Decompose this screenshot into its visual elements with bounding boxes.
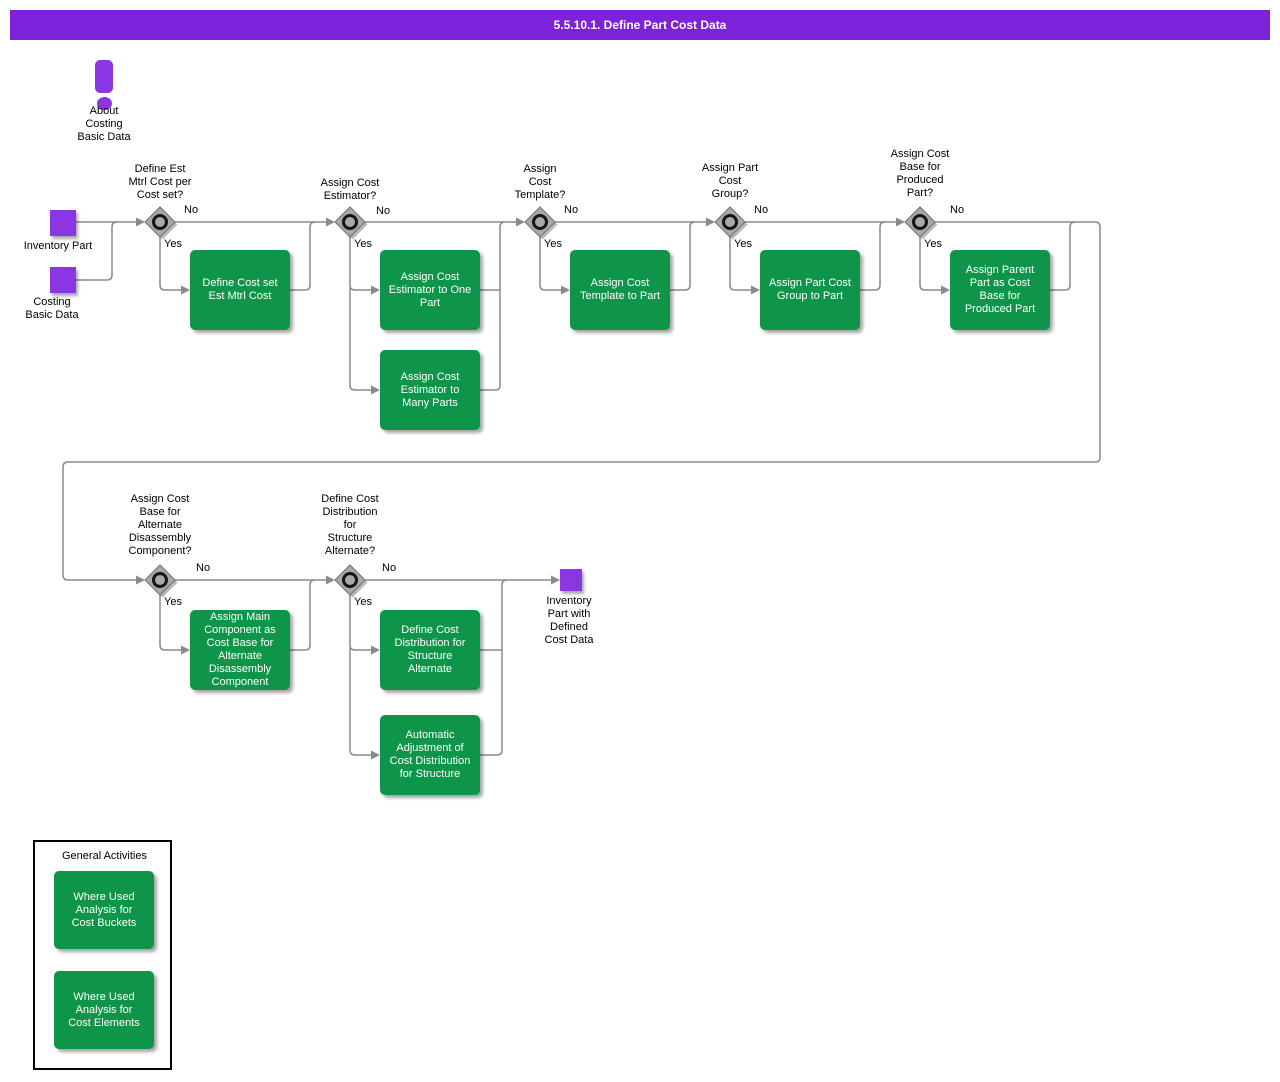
decision-diamond-5 bbox=[904, 206, 938, 240]
branch-yes-label: Yes bbox=[924, 238, 942, 250]
end-node-label: Inventory Part with Defined Cost Data bbox=[544, 595, 594, 646]
exclamation-bar bbox=[95, 60, 113, 93]
branch-yes-label: Yes bbox=[164, 238, 182, 250]
general-activities-title: General Activities bbox=[62, 850, 147, 862]
activity-where-used-analysis-cost-buckets[interactable]: Where Used Analysis for Cost Buckets bbox=[54, 871, 154, 949]
decision-question-assign-cost-template: Assign Cost Template? bbox=[514, 163, 566, 201]
start-node-costing-basic-data bbox=[50, 267, 76, 293]
branch-yes-label: Yes bbox=[354, 596, 372, 608]
decision-diamond-2 bbox=[334, 206, 368, 240]
start-node-inventory-part bbox=[50, 210, 76, 236]
start-node-inventory-part-label: Inventory Part bbox=[23, 240, 93, 252]
branch-no-label: No bbox=[564, 204, 579, 216]
exclamation-dot bbox=[97, 97, 112, 110]
branch-yes-label: Yes bbox=[544, 238, 562, 250]
branch-no-label: No bbox=[376, 205, 391, 217]
branch-yes-label: Yes bbox=[354, 238, 372, 250]
decision-diamond-3 bbox=[524, 206, 558, 240]
general-activities-panel: General Activities Where Used Analysis f… bbox=[33, 840, 172, 1070]
decision-question-define-est-mtrl-cost: Define Est Mtrl Cost per Cost set? bbox=[128, 163, 192, 201]
connector-lines bbox=[62, 221, 1101, 756]
branch-no-label: No bbox=[196, 562, 211, 574]
activity-define-cost-distribution-structure-alternate[interactable]: Define Cost Distribution for Structure A… bbox=[380, 610, 480, 690]
decision-question-assign-cost-base-produced: Assign Cost Base for Produced Part? bbox=[890, 148, 950, 199]
activity-automatic-adjustment-cost-distribution[interactable]: Automatic Adjustment of Cost Distributio… bbox=[380, 715, 480, 795]
activity-assign-cost-estimator-many-parts[interactable]: Assign Cost Estimator to Many Parts bbox=[380, 350, 480, 430]
decision-diamond-6 bbox=[144, 564, 178, 598]
title-bar: 5.5.10.1. Define Part Cost Data bbox=[10, 10, 1270, 40]
branch-no-label: No bbox=[950, 204, 965, 216]
exclamation-icon[interactable] bbox=[95, 60, 113, 112]
decision-question-define-cost-distribution: Define Cost Distribution for Structure A… bbox=[321, 493, 379, 557]
decision-diamond-4 bbox=[714, 206, 748, 240]
arrowheads bbox=[136, 217, 950, 760]
branch-no-label: No bbox=[184, 204, 199, 216]
about-link-label[interactable]: About Costing Basic Data bbox=[77, 105, 131, 143]
decision-question-assign-part-cost-group: Assign Part Cost Group? bbox=[701, 162, 759, 200]
end-node-inventory-part-with-defined-cost-data bbox=[560, 569, 582, 591]
branch-no-label: No bbox=[382, 562, 397, 574]
activity-assign-parent-part-cost-base[interactable]: Assign Parent Part as Cost Base for Prod… bbox=[950, 250, 1050, 330]
activity-assign-part-cost-group-to-part[interactable]: Assign Part Cost Group to Part bbox=[760, 250, 860, 330]
start-node-costing-basic-data-label: Costing Basic Data bbox=[25, 296, 79, 321]
branch-no-label: No bbox=[754, 204, 769, 216]
activity-define-cost-set-est-mtrl-cost[interactable]: Define Cost set Est Mtrl Cost bbox=[190, 250, 290, 330]
decision-question-assign-cost-estimator: Assign Cost Estimator? bbox=[320, 177, 380, 202]
branch-yes-label: Yes bbox=[164, 596, 182, 608]
activity-assign-cost-template-to-part[interactable]: Assign Cost Template to Part bbox=[570, 250, 670, 330]
page-title: 5.5.10.1. Define Part Cost Data bbox=[553, 18, 727, 32]
decision-question-assign-cost-base-alternate: Assign Cost Base for Alternate Disassemb… bbox=[128, 493, 192, 557]
branch-yes-label: Yes bbox=[734, 238, 752, 250]
decision-diamond-7 bbox=[334, 564, 368, 598]
activity-assign-main-component-cost-base[interactable]: Assign Main Component as Cost Base for A… bbox=[190, 610, 290, 690]
activity-where-used-analysis-cost-elements[interactable]: Where Used Analysis for Cost Elements bbox=[54, 971, 154, 1049]
activity-assign-cost-estimator-one-part[interactable]: Assign Cost Estimator to One Part bbox=[380, 250, 480, 330]
decision-diamond-1 bbox=[144, 206, 178, 240]
